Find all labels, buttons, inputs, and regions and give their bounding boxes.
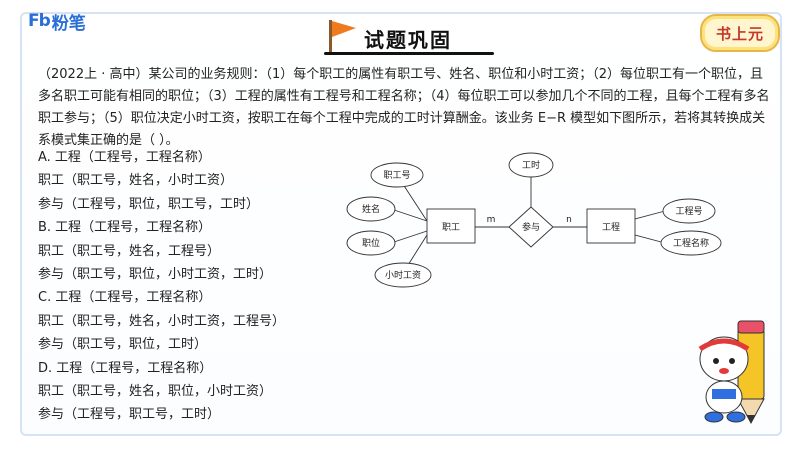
entity-project-label: 工程 [602,222,620,233]
content-frame [20,12,782,436]
option-c-line-2: 职工（职工号，姓名，小时工资，工程号） [38,313,286,329]
option-b-line-2: 职工（职工号，姓名，工程号） [38,243,221,259]
option-a-line-3: 参与（工程号，职位，职工号，工时） [38,196,260,212]
attr-emp-name [346,196,396,222]
relationship-label: 参与 [522,221,540,233]
option-a-line-2: 职工（职工号，姓名，小时工资） [38,173,234,189]
er-diagram: 职工号 姓名 职位 小时工资 职工 参与 工时 工程 工程号 工程名称 m n [346,152,722,288]
option-b-line-3: 参与（职工号，职位，小时工资，工时） [38,267,273,283]
attr-proj-name-label: 工程名称 [673,237,709,249]
attr-proj-id [662,198,716,224]
entity-project [586,208,636,244]
cardinality-m: m [487,215,496,225]
option-d-line-1: D. 工程（工程号，工程名称） [38,360,213,376]
flag-icon [329,20,356,52]
title-underline [324,52,494,55]
author-badge-text: 书上元 [715,24,764,43]
attr-emp-wage [374,262,432,288]
option-a-line-1: A. 工程（工程号，工程名称） [38,150,211,165]
option-d-line-2: 职工（职工号，姓名，职位，小时工资） [38,384,273,400]
attr-emp-id-label: 职工号 [383,170,410,181]
option-c-line-1: C. 工程（工程号，工程名称） [38,290,212,306]
brand-logo: Fb 粉笔 [28,10,86,34]
option-c-line-3: 参与（职工号，职位，工时） [38,337,208,353]
attr-proj-id-label: 工程号 [675,206,702,217]
section-title-text: 试题巩固 [364,28,452,52]
attr-hours-label: 工时 [522,159,540,171]
relationship-diamond [508,206,554,248]
logo-text: 粉笔 [51,13,86,34]
cardinality-n: n [566,215,572,225]
option-d-line-3: 参与（工程号，职工号，工时） [38,407,221,423]
entity-employee-label: 职工 [442,222,460,233]
attr-emp-name-label: 姓名 [362,203,380,215]
section-title: 试题巩固 [320,18,494,55]
pencil-mascot-illustration [698,320,765,425]
option-b-line-1: B. 工程（工程号，工程名称） [38,220,212,236]
attr-hours [508,152,554,178]
entity-employee [426,208,476,244]
attr-emp-wage-label: 小时工资 [385,269,421,281]
logo-mark: Fb [28,11,51,31]
question-text: （2022上 · 高中）某公司的业务规则：（1）每个职工的属性有职工号、姓名、职… [38,67,770,148]
attr-emp-position [346,230,396,256]
attr-emp-id [370,162,424,188]
attr-proj-name [660,230,722,256]
attr-emp-position-label: 职位 [362,237,380,249]
author-badge: 书上元 [700,14,780,52]
options-list: A. 工程（工程号，工程名称） 职工（职工号，姓名，小时工资） 参与（工程号，职… [38,146,338,427]
